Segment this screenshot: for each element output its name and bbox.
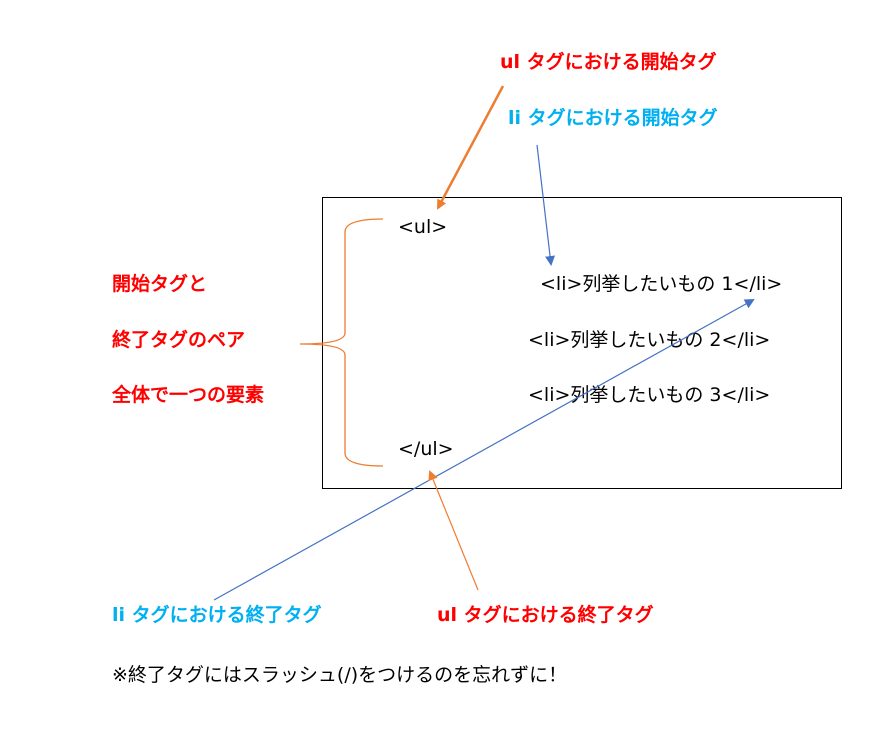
code-ul-close: </ul>	[398, 438, 454, 460]
arrow-li-open	[536, 144, 556, 266]
arrow-li-close	[213, 299, 755, 601]
label-pair-line-2: 終了タグのペア	[112, 329, 246, 351]
label-li-open-tag: li タグにおける開始タグ	[508, 107, 718, 129]
element-brace	[299, 218, 384, 467]
code-li-item-3: <li>列挙したいもの 3</li>	[528, 384, 771, 406]
label-li-close-tag: li タグにおける終了タグ	[112, 604, 322, 626]
arrow-ul-close	[428, 470, 479, 591]
code-li-item-2: <li>列挙したいもの 2</li>	[528, 329, 771, 351]
label-pair-line-1: 開始タグと	[112, 273, 208, 295]
arrow-ul-open	[436, 85, 505, 210]
note-slash-reminder: ※終了タグにはスラッシュ(/)をつけるのを忘れずに！	[112, 664, 568, 686]
code-li-item-1: <li>列挙したいもの 1</li>	[540, 273, 783, 295]
label-ul-close-tag: ul タグにおける終了タグ	[437, 604, 654, 626]
label-ul-open-tag: ul タグにおける開始タグ	[500, 51, 717, 73]
label-pair-line-3: 全体で一つの要素	[112, 384, 265, 406]
code-ul-open: <ul>	[398, 216, 448, 238]
